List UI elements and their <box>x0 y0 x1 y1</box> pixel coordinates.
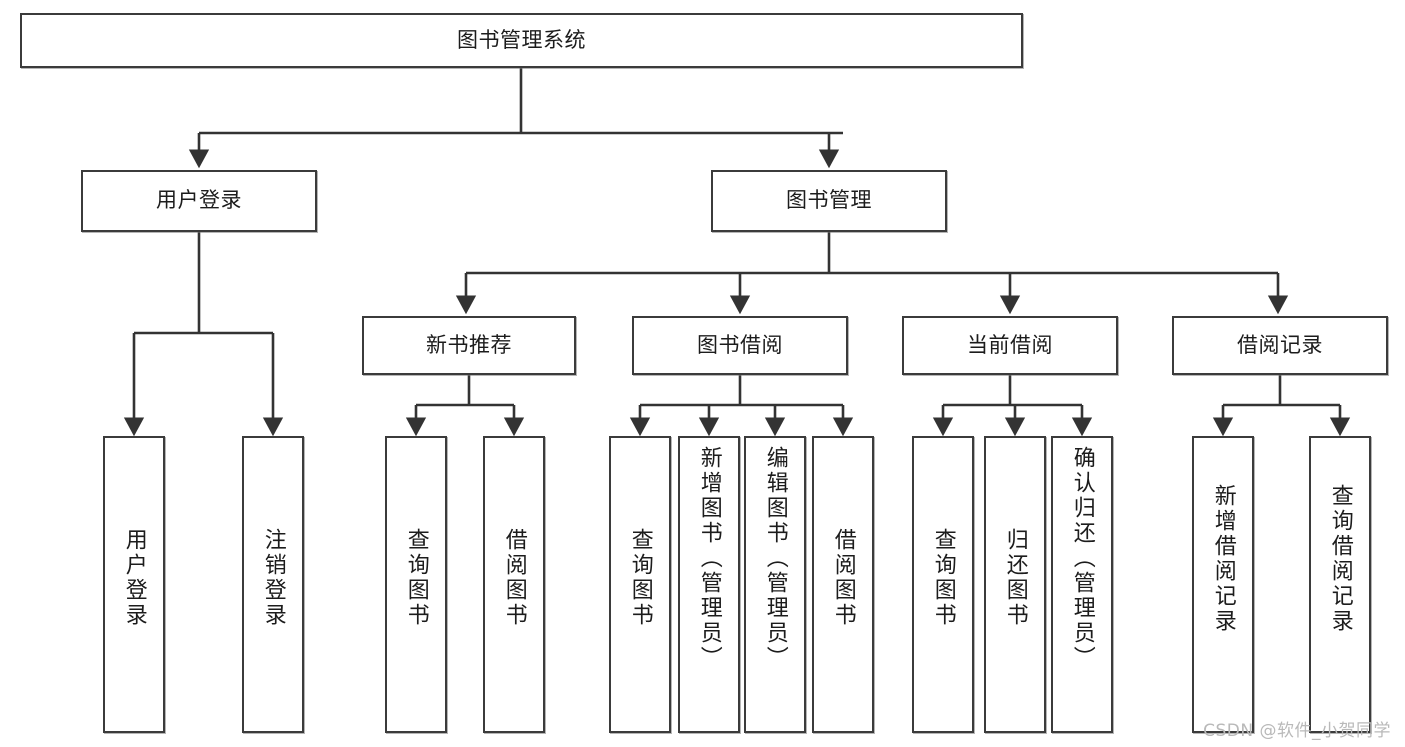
node-leaf-return-book[interactable]: 归还图书 <box>984 436 1046 733</box>
node-leaf-confirm-return-admin-label: 确认归还（管理员） <box>1069 446 1095 671</box>
node-leaf-query-borrow-record[interactable]: 查询借阅记录 <box>1309 436 1371 733</box>
node-leaf-logout-label: 注销登录 <box>260 528 286 628</box>
node-leaf-query-borrow-record-label: 查询借阅记录 <box>1327 484 1353 634</box>
node-leaf-user-login[interactable]: 用户登录 <box>103 436 165 733</box>
node-leaf-query-book-borrow-label: 查询图书 <box>627 528 653 628</box>
node-new-book-rec[interactable]: 新书推荐 <box>362 316 576 375</box>
node-leaf-query-book-rec[interactable]: 查询图书 <box>385 436 447 733</box>
node-leaf-query-book-current[interactable]: 查询图书 <box>912 436 974 733</box>
node-borrow-record[interactable]: 借阅记录 <box>1172 316 1388 375</box>
node-root-label: 图书管理系统 <box>457 27 586 52</box>
node-leaf-query-book-current-label: 查询图书 <box>930 528 956 628</box>
node-leaf-confirm-return-admin[interactable]: 确认归还（管理员） <box>1051 436 1113 733</box>
node-leaf-return-book-label: 归还图书 <box>1002 528 1028 628</box>
node-leaf-edit-book-admin-label: 编辑图书（管理员） <box>762 446 788 671</box>
node-book-manage[interactable]: 图书管理 <box>711 170 947 232</box>
node-current-borrow-label: 当前借阅 <box>967 332 1053 357</box>
node-book-borrow[interactable]: 图书借阅 <box>632 316 848 375</box>
node-user-login-label: 用户登录 <box>156 188 242 213</box>
node-user-login[interactable]: 用户登录 <box>81 170 317 232</box>
node-leaf-query-book-rec-label: 查询图书 <box>403 528 429 628</box>
node-leaf-borrow-book[interactable]: 借阅图书 <box>812 436 874 733</box>
node-leaf-query-book-borrow[interactable]: 查询图书 <box>609 436 671 733</box>
node-book-borrow-label: 图书借阅 <box>697 332 783 357</box>
node-leaf-user-login-label: 用户登录 <box>121 528 147 628</box>
node-leaf-edit-book-admin[interactable]: 编辑图书（管理员） <box>744 436 806 733</box>
node-current-borrow[interactable]: 当前借阅 <box>902 316 1118 375</box>
node-leaf-borrow-book-rec-label: 借阅图书 <box>501 528 527 628</box>
watermark: CSDN @软件_小贺同学 <box>1203 721 1391 741</box>
node-book-manage-label: 图书管理 <box>786 188 872 213</box>
node-leaf-borrow-book-label: 借阅图书 <box>830 528 856 628</box>
node-leaf-add-book-admin-label: 新增图书（管理员） <box>696 446 722 671</box>
node-leaf-add-book-admin[interactable]: 新增图书（管理员） <box>678 436 740 733</box>
node-leaf-logout[interactable]: 注销登录 <box>242 436 304 733</box>
node-root[interactable]: 图书管理系统 <box>20 13 1023 68</box>
node-new-book-rec-label: 新书推荐 <box>426 332 512 357</box>
node-borrow-record-label: 借阅记录 <box>1237 332 1323 357</box>
node-leaf-add-borrow-record[interactable]: 新增借阅记录 <box>1192 436 1254 733</box>
node-leaf-add-borrow-record-label: 新增借阅记录 <box>1210 484 1236 634</box>
node-leaf-borrow-book-rec[interactable]: 借阅图书 <box>483 436 545 733</box>
